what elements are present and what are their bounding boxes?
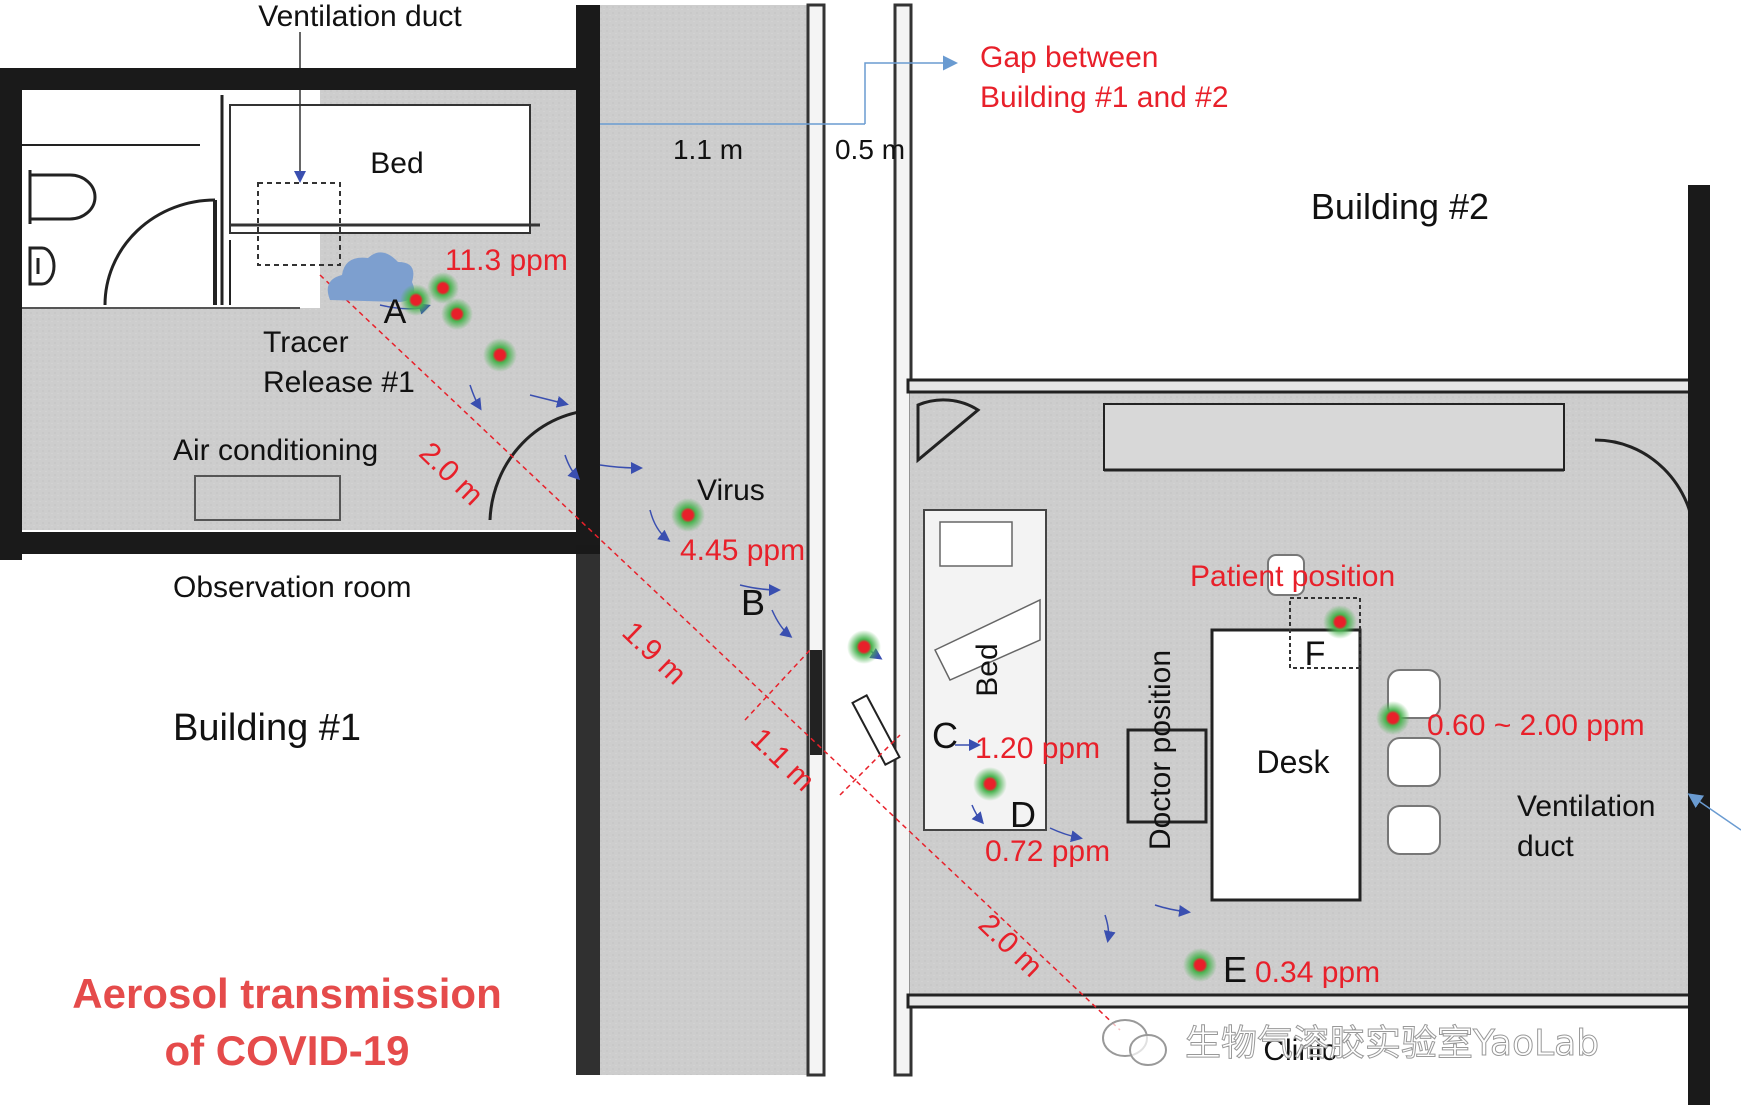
point-b-label: B: [741, 582, 765, 623]
ppm-d-label: 0.72 ppm: [985, 835, 1110, 868]
sample-marker: [1183, 948, 1217, 982]
cloud-icon: [327, 252, 415, 302]
door-icon: [103, 198, 217, 306]
arrow-icon: [1687, 793, 1741, 831]
toilet-icon: [28, 170, 97, 224]
diagram-title-line1: Aerosol transmission: [72, 970, 501, 1017]
building2-label: Building #2: [1311, 186, 1489, 227]
arrow-icon: [469, 384, 482, 411]
building2-walls: [906, 185, 1710, 1105]
clinic-label: Clinic: [1263, 1034, 1336, 1067]
bed-observation-label: Bed: [370, 147, 423, 180]
observation-room: [20, 32, 598, 530]
patient-position-label: Patient position: [1190, 560, 1395, 593]
gap-label-line2: Building #1 and #2: [980, 81, 1229, 114]
ppm-c-label: 1.20 ppm: [975, 732, 1100, 765]
sink-icon: [28, 246, 56, 286]
point-f-label: F: [1305, 635, 1326, 673]
sample-marker: [400, 284, 432, 316]
air-conditioning-label: Air conditioning: [173, 434, 378, 467]
point-a-label: A: [384, 293, 407, 331]
ppm-f-label: 0.60 ~ 2.00 ppm: [1427, 709, 1645, 742]
virus-label: Virus: [697, 474, 765, 507]
watermark-text: 生物气溶胶实验室YaoLab: [1185, 1023, 1599, 1064]
arrow-icon: [599, 461, 643, 474]
chair-icon: [1387, 805, 1441, 855]
sample-marker: [1323, 605, 1357, 639]
chair-icon: [1387, 737, 1441, 787]
wechat-icon: [1102, 1019, 1167, 1066]
ppm-a-label: 11.3 ppm: [445, 244, 568, 277]
sampling-markers: [400, 272, 1410, 982]
arrow-icon: [971, 804, 984, 825]
door-icon: [916, 398, 981, 464]
ventilation-duct-top-label: Ventilation duct: [258, 0, 462, 33]
arrow-icon: [739, 583, 781, 596]
arrow-icon: [1103, 914, 1116, 943]
arrow-icon: [1049, 827, 1083, 843]
corridor: [600, 5, 810, 1075]
distance-lines: [319, 274, 1121, 1031]
ventilation-duct-observation: [257, 182, 341, 266]
desk: [1210, 628, 1362, 902]
building1-walls: [0, 5, 600, 1075]
ventilation-duct-right-line1: Ventilation: [1517, 790, 1655, 823]
sample-marker: [973, 767, 1007, 801]
doctor-position-label: Doctor position: [1144, 650, 1177, 850]
tracer-label-line2: Release #1: [263, 366, 415, 399]
sample-marker: [671, 498, 705, 532]
ppm-b-label: 4.45 ppm: [680, 534, 805, 567]
sample-marker: [847, 630, 881, 664]
corridor-width-label: 1.1 m: [673, 134, 743, 165]
point-c-label: C: [932, 715, 958, 756]
gap-width-label: 0.5 m: [835, 134, 905, 165]
ppm-e-label: 0.34 ppm: [1255, 956, 1380, 989]
desk-label: Desk: [1257, 744, 1331, 780]
doctor-position: [1126, 728, 1208, 824]
tracer-label-line1: Tracer: [263, 326, 349, 359]
arrow-icon: [529, 394, 569, 408]
bed-clinic-label: Bed: [971, 643, 1004, 696]
chair-icon: [1267, 554, 1305, 596]
corridor-wall: [806, 3, 826, 1077]
bed-observation: [229, 104, 531, 234]
ventilation-duct-right-line2: duct: [1517, 830, 1574, 863]
gap-label-line1: Gap between: [980, 41, 1158, 74]
watermark: 生物气溶胶实验室YaoLab: [1102, 1019, 1600, 1066]
building2-wall: [893, 3, 913, 1077]
sample-marker: [483, 338, 517, 372]
arrow-icon: [771, 609, 793, 638]
point-d-label: D: [1010, 794, 1036, 835]
diagram-title-line2: of COVID-19: [164, 1027, 409, 1074]
airflow-arrows: [379, 303, 1741, 943]
sample-marker: [441, 298, 473, 330]
observation-room-label: Observation room: [173, 571, 411, 604]
point-e-label: E: [1223, 949, 1247, 990]
sample-marker: [427, 272, 459, 304]
air-conditioning-unit: [194, 475, 341, 521]
building1-label: Building #1: [173, 707, 361, 749]
arrow-icon: [564, 454, 581, 481]
arrow-icon: [1154, 904, 1191, 917]
arrow-icon: [649, 509, 671, 542]
patient-position-box: [1289, 597, 1361, 669]
sample-marker: [1376, 701, 1410, 735]
